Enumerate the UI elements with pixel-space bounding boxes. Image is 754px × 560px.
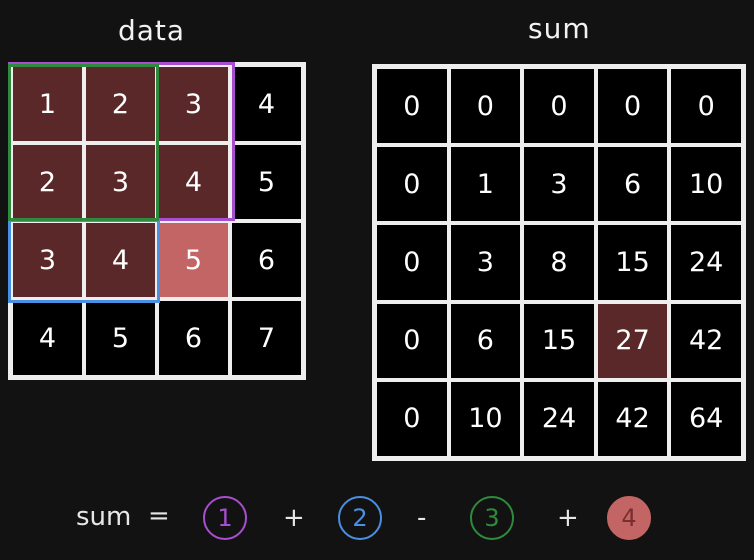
sum-cell: 0 [375,145,449,224]
sum-cell: 0 [522,67,596,146]
sum-cell-target: 27 [595,301,670,380]
sum-cell: 6 [595,145,670,224]
data-grid-title: data [118,14,186,47]
data-cell: 2 [11,143,84,221]
formula-minus: - [417,503,427,533]
data-cell: 5 [230,143,303,221]
term-2-circle: 2 [338,496,382,540]
data-cell: 4 [230,65,303,143]
sum-cell: 24 [669,223,743,302]
sum-grid: 0 0 0 0 0 0 1 3 6 10 0 3 8 15 24 0 6 15 … [372,64,746,461]
sum-cell: 0 [375,67,449,146]
sum-cell: 3 [522,145,596,224]
sum-cell: 10 [669,145,743,224]
term-1-label: 1 [217,504,233,532]
sum-cell: 0 [669,67,743,146]
sum-cell: 0 [375,223,449,302]
data-cell: 6 [157,299,230,377]
sum-grid-title: sum [528,12,591,45]
sum-cell: 0 [375,301,449,380]
data-grid: 1 2 3 4 2 3 4 5 3 4 5 6 4 5 6 7 [8,62,306,380]
sum-cell: 0 [375,379,449,458]
data-cell-target: 5 [157,221,230,299]
data-cell: 7 [230,299,303,377]
sum-cell: 0 [448,67,523,146]
data-cell: 4 [11,299,84,377]
data-cell: 1 [11,65,84,143]
formula-lhs: sum [76,502,132,532]
formula-plus-2: + [557,503,579,533]
sum-cell: 0 [595,67,670,146]
term-4-label: 4 [621,504,637,532]
sum-cell: 42 [669,301,743,380]
term-3-circle: 3 [470,496,514,540]
sum-cell: 10 [448,379,523,458]
data-cell: 5 [84,299,157,377]
term-1-circle: 1 [203,496,247,540]
sum-cell: 1 [448,145,523,224]
formula-equals: = [148,501,170,531]
sum-cell: 15 [522,301,596,380]
sum-cell: 6 [448,301,523,380]
term-2-label: 2 [352,504,368,532]
term-3-label: 3 [484,504,500,532]
sum-cell: 8 [522,223,596,302]
sum-cell: 24 [522,379,596,458]
sum-cell: 64 [669,379,743,458]
formula-plus-1: + [283,503,305,533]
sum-cell: 3 [448,223,523,302]
term-4-circle: 4 [607,496,651,540]
data-cell: 3 [157,65,230,143]
sum-cell: 15 [595,223,670,302]
data-cell: 6 [230,221,303,299]
data-cell: 4 [84,221,157,299]
sum-cell: 42 [595,379,670,458]
data-cell: 3 [11,221,84,299]
